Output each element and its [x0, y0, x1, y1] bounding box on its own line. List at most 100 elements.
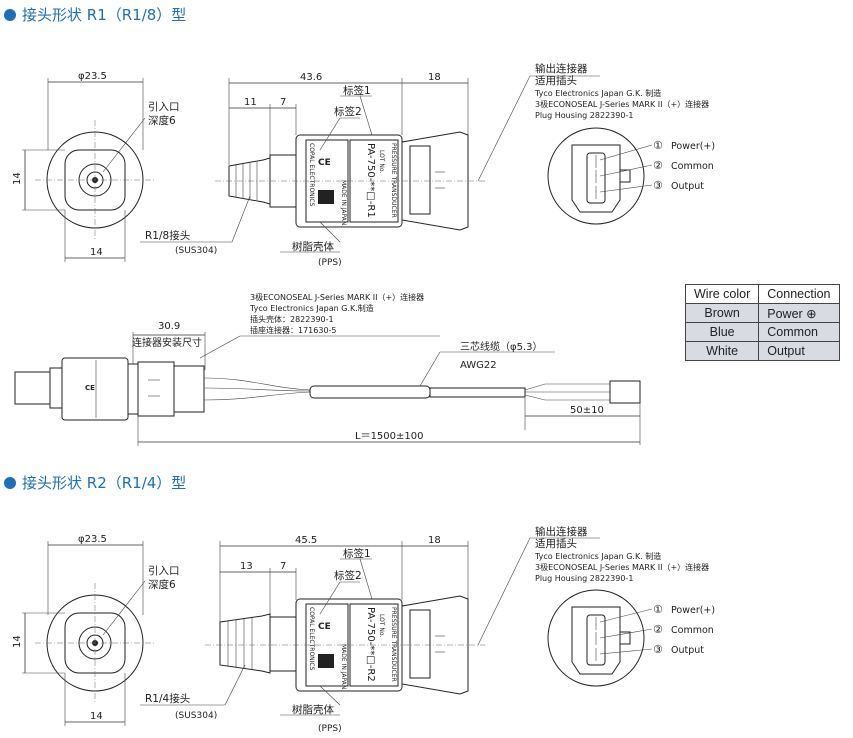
r2-depth-label: 深度6	[148, 578, 176, 591]
r1-inlet-label: 引入口	[148, 100, 180, 113]
r1-connector-note: 输出连接器 适用插头 Tyco Electronics Japan G.K. 制…	[534, 62, 709, 120]
r1-note-l1: 输出连接器	[535, 62, 588, 75]
cable-note-2: Tyco Electronics Japan G.K.制造	[249, 303, 374, 313]
r1-pin3-name: Output	[671, 181, 704, 192]
r2-pin2-num: ②	[653, 623, 663, 636]
section-2-title-text: 接头形状 R2（R1/4）型	[22, 474, 187, 492]
r1-pin1-num: ①	[653, 139, 663, 152]
r2-joint-label: R1/4接头	[145, 692, 190, 705]
r1-sus-label: (SUS304)	[175, 246, 217, 256]
r2-pin1-num: ①	[653, 603, 663, 616]
r2-note-l2: 适用插头	[535, 537, 577, 550]
r2-label1: 标签1	[343, 547, 371, 560]
r2-side-view: 45.5 18 13 7 CE COPAL ELECTRONICS MADE I…	[140, 535, 600, 734]
r1-height-label: 14	[12, 172, 23, 185]
r2-dia-label: φ23.5	[78, 534, 107, 545]
cable-note: 3极ECONOSEAL J-Series MARK II（+）连接器 Tyco …	[199, 292, 440, 359]
cable-strip-label: 50±10	[570, 405, 604, 416]
r1-note-l3: Tyco Electronics Japan G.K. 制造	[534, 88, 661, 98]
r2-inlet-label: 引入口	[148, 564, 180, 577]
r2-len-b-label: 7	[280, 561, 286, 572]
r2-len-a-label: 13	[240, 561, 253, 572]
r2-copal-text: COPAL ELECTRONICS	[308, 607, 315, 671]
r1-pps-label: (PPS)	[318, 258, 342, 268]
r1-len-a-label: 11	[244, 97, 257, 108]
r1-pin1-name: Power(+)	[671, 141, 715, 152]
wire-color-cell: Brown	[684, 303, 760, 323]
r2-label2: 标签2	[334, 569, 362, 582]
r2-lot-text: LOT No.	[378, 614, 385, 637]
r2-front-view: φ23.5 14 14 引入口 深度6	[12, 534, 180, 726]
r2-conn-len-label: 18	[428, 535, 441, 546]
r2-connector-face: ① Power(+) ② Common ③ Output	[547, 589, 715, 687]
r1-connector-face: ① Power(+) ② Common ③ Output	[547, 127, 715, 225]
r1-len-b-label: 7	[280, 97, 286, 108]
r1-joint-label: R1/8接头	[145, 229, 190, 242]
r2-pin2-name: Common	[671, 625, 714, 636]
svg-text:CE: CE	[318, 158, 331, 168]
r2-note-l5: Plug Housing 2822390-1	[535, 574, 633, 583]
connection-cell: Common	[758, 322, 840, 342]
cable-mount-len: 30.9	[158, 321, 180, 332]
r1-length-label: 43.6	[300, 72, 322, 83]
cable-note-3: 插头壳体：2822390-1	[250, 314, 334, 324]
r2-length-label: 45.5	[295, 535, 317, 546]
r1-conn-len-label: 18	[428, 72, 441, 83]
r2-width-label: 14	[90, 711, 103, 722]
wire-table-header-color: Wire color	[684, 284, 760, 304]
r2-drawing: φ23.5 14 14 引入口 深度6 45.5 18 13 7	[12, 525, 715, 734]
r1-dia-label: φ23.5	[78, 71, 107, 82]
cable-awg-label: AWG22	[460, 360, 497, 371]
r1-made-text: MADE IN JAPAN	[340, 180, 347, 225]
cable-mount-label: 连接器安装尺寸	[132, 336, 202, 349]
r2-pps-label: (PPS)	[318, 724, 342, 734]
r2-pin1-name: Power(+)	[671, 605, 715, 616]
r1-model-text: PA-750-**□-R1	[365, 143, 376, 218]
connection-cell: Output	[758, 341, 840, 361]
r2-pt-text: PRESSURE TRANSDUCER	[390, 607, 397, 682]
r2-sus-label: (SUS304)	[175, 711, 217, 721]
r1-note-l2: 适用插头	[535, 74, 577, 87]
svg-text:CE: CE	[85, 384, 95, 392]
r2-resin-label: 树脂壳体	[292, 703, 334, 716]
section-2-title: 接头形状 R2（R1/4）型	[4, 472, 186, 493]
r2-pin3-num: ③	[653, 643, 663, 656]
r1-pin3-num: ③	[653, 179, 663, 192]
wire-color-cell: Blue	[684, 322, 760, 342]
r1-depth-label: 深度6	[148, 114, 176, 127]
r2-note-l1: 输出连接器	[535, 525, 588, 538]
connection-cell: Power ⊕	[758, 303, 840, 323]
r2-height-label: 14	[12, 635, 23, 648]
r1-pin2-num: ②	[653, 159, 663, 172]
r1-note-l5: Plug Housing 2822390-1	[535, 111, 633, 120]
cable-note-1: 3极ECONOSEAL J-Series MARK II（+）连接器	[250, 292, 424, 302]
r1-lot-text: LOT No.	[378, 150, 385, 173]
r1-note-l4: 3极ECONOSEAL J-Series MARK II（+）连接器	[535, 99, 709, 109]
r1-side-view: 43.6 18 11 7 CE COPAL ELECTRONICS MADE I…	[140, 72, 600, 268]
svg-text:CE: CE	[318, 622, 331, 632]
r2-note-l3: Tyco Electronics Japan G.K. 制造	[534, 551, 661, 561]
r1-width-label: 14	[90, 247, 103, 258]
r1-drawing: φ23.5 14 14 引入口 深度6 43.6 18 11 7	[12, 62, 715, 268]
r1-resin-label: 树脂壳体	[292, 240, 334, 253]
r1-front-view: φ23.5 14 14 引入口 深度6	[12, 71, 180, 262]
cable-wire-label: 三芯线缆（φ5.3）	[460, 340, 543, 353]
r2-model-text: PA-750-**□-R2	[365, 607, 376, 682]
r1-pt-text: PRESSURE TRANSDUCER	[390, 143, 397, 218]
section-1-title: 接头形状 R1（R1/8）型	[4, 4, 186, 25]
r1-label2: 标签2	[334, 105, 362, 118]
r2-made-text: MADE IN JAPAN	[340, 644, 347, 689]
r2-note-l4: 3极ECONOSEAL J-Series MARK II（+）连接器	[535, 562, 709, 572]
r1-pin2-name: Common	[671, 161, 714, 172]
wire-table-header-connection: Connection	[758, 284, 840, 304]
r1-copal-text: COPAL ELECTRONICS	[308, 143, 315, 207]
r1-label1: 标签1	[343, 84, 371, 97]
wire-color-cell: White	[684, 341, 760, 361]
r2-pin3-name: Output	[671, 645, 704, 656]
section-1-title-text: 接头形状 R1（R1/8）型	[22, 6, 187, 24]
cable-drawing: 3极ECONOSEAL J-Series MARK II（+）连接器 Tyco …	[14, 292, 641, 446]
